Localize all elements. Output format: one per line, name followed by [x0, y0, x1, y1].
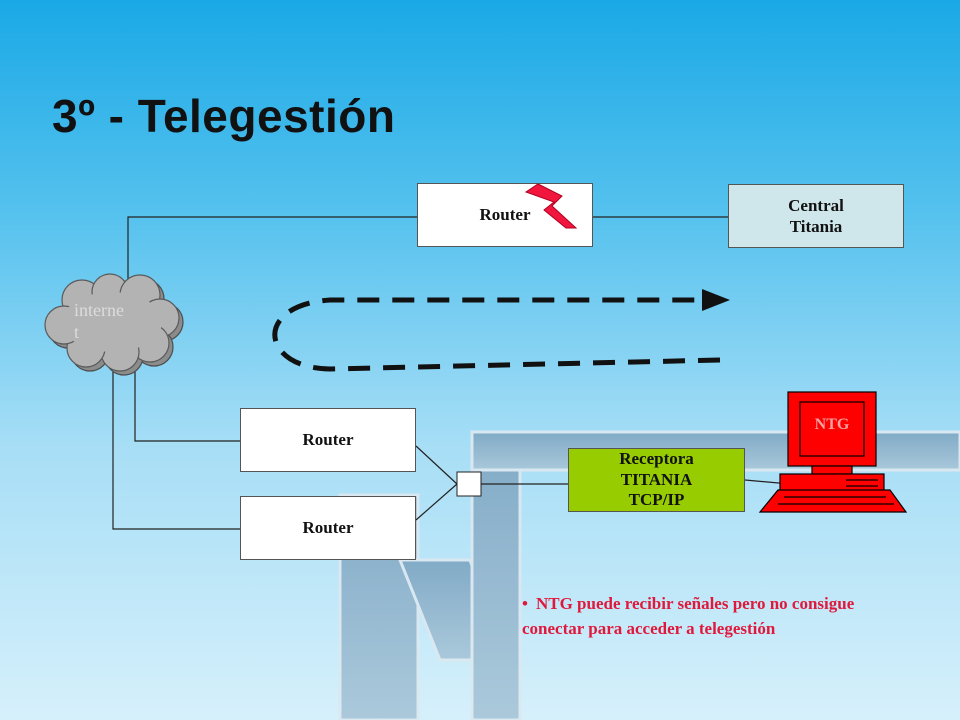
note-text: •NTG puede recibir señales pero no consi…: [522, 592, 882, 641]
router-top: Router: [417, 183, 593, 247]
cloud-icon: [44, 273, 184, 376]
receptora-label-line3: TCP/IP: [628, 490, 685, 510]
line-cloud-router-top: [127, 216, 417, 285]
hub-box: [456, 471, 482, 497]
arrow-head: [702, 289, 730, 311]
router-bottom-label: Router: [302, 518, 354, 537]
router-middle: Router: [240, 408, 416, 472]
lightning-icon: [524, 183, 578, 229]
line-router-bottom-hub: [415, 483, 458, 521]
internet-label: interne t: [74, 300, 144, 343]
router-bottom: Router: [240, 496, 416, 560]
receptora-label-line2: TITANIA: [620, 469, 693, 489]
internet-label-line1: interne: [74, 300, 124, 320]
receptora-label-line1: Receptora: [619, 449, 694, 469]
router-top-label: Router: [479, 205, 531, 224]
line-cloud-router-mid: [134, 360, 240, 442]
computer-icon: [758, 391, 908, 513]
router-middle-label: Router: [302, 430, 354, 449]
line-cloud-router-bottom: [112, 362, 240, 530]
arrow-icon: [272, 297, 721, 372]
slide-title: 3º - Telegestión: [52, 89, 396, 142]
line-router-mid-hub: [415, 445, 458, 485]
central-label-line2: Titania: [789, 217, 843, 236]
note-body: NTG puede recibir señales pero no consig…: [522, 594, 855, 638]
ntg-label: NTG: [814, 416, 850, 433]
central-label-line1: Central: [788, 195, 844, 215]
receptora-titania: Receptora TITANIA TCP/IP: [568, 448, 745, 512]
central-titania: Central Titania: [728, 184, 904, 248]
note-bullet: •: [522, 594, 528, 613]
internet-label-line2: t: [74, 321, 80, 342]
